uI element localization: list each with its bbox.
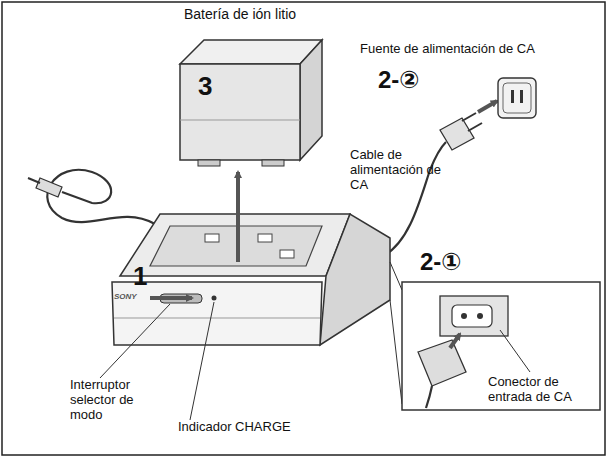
ac-inlet-socket	[452, 305, 492, 327]
inlet-pin	[461, 313, 467, 319]
ac-plug-prong	[462, 113, 476, 121]
battery-side	[300, 40, 322, 160]
slide-arrow	[150, 296, 192, 300]
charge-indicator	[212, 296, 217, 301]
dc-plug	[36, 178, 62, 197]
outlet-slot	[520, 90, 523, 103]
inlet-pin	[477, 313, 483, 319]
plug-in-arrow	[450, 334, 460, 348]
leader-line	[500, 330, 530, 372]
slot-terminal	[205, 234, 219, 242]
callout-number: 1	[133, 262, 163, 292]
plug-in-arrow	[478, 101, 497, 112]
inset-link	[390, 262, 402, 290]
dc-plug-tip	[28, 178, 40, 183]
leader-line	[100, 304, 170, 378]
part-label: Conector de entrada de CA	[488, 375, 600, 405]
leader-line	[190, 302, 214, 420]
part-label: Fuente de alimentación de CA	[360, 42, 560, 57]
insert-arrow	[236, 172, 240, 262]
ac-plug	[440, 118, 474, 150]
inset-frame	[402, 282, 600, 410]
charger-side	[320, 214, 390, 345]
part-label: Indicador CHARGE	[178, 420, 318, 435]
part-label: Batería de ión litio	[160, 6, 320, 22]
charger-detail	[114, 318, 320, 319]
battery-foot	[262, 160, 284, 166]
inset-link	[390, 300, 402, 404]
callout-number: 2-①	[420, 248, 500, 276]
part-label: Cable de alimentación de CA	[350, 148, 442, 193]
ac-inlet	[440, 296, 508, 336]
charger-top	[120, 214, 350, 276]
dc-cable	[47, 170, 155, 224]
wall-outlet	[498, 78, 536, 118]
battery-top	[180, 40, 322, 64]
battery-front	[180, 64, 300, 160]
callout-number: 3	[198, 72, 228, 102]
ac-plug-prong	[468, 123, 482, 131]
wall-outlet	[503, 83, 531, 113]
brand-logo: SONY	[114, 292, 154, 301]
part-label: Interruptor selector de modo	[70, 378, 160, 423]
outlet-slot	[511, 90, 514, 103]
slot-terminal	[280, 250, 294, 258]
battery-foot	[198, 160, 220, 166]
battery-ridge	[180, 120, 300, 121]
inlet-cable	[426, 386, 432, 408]
slot-terminal	[258, 234, 272, 242]
charger-front	[112, 282, 322, 345]
inlet-plug	[418, 340, 466, 386]
callout-number: 2-②	[378, 66, 458, 94]
